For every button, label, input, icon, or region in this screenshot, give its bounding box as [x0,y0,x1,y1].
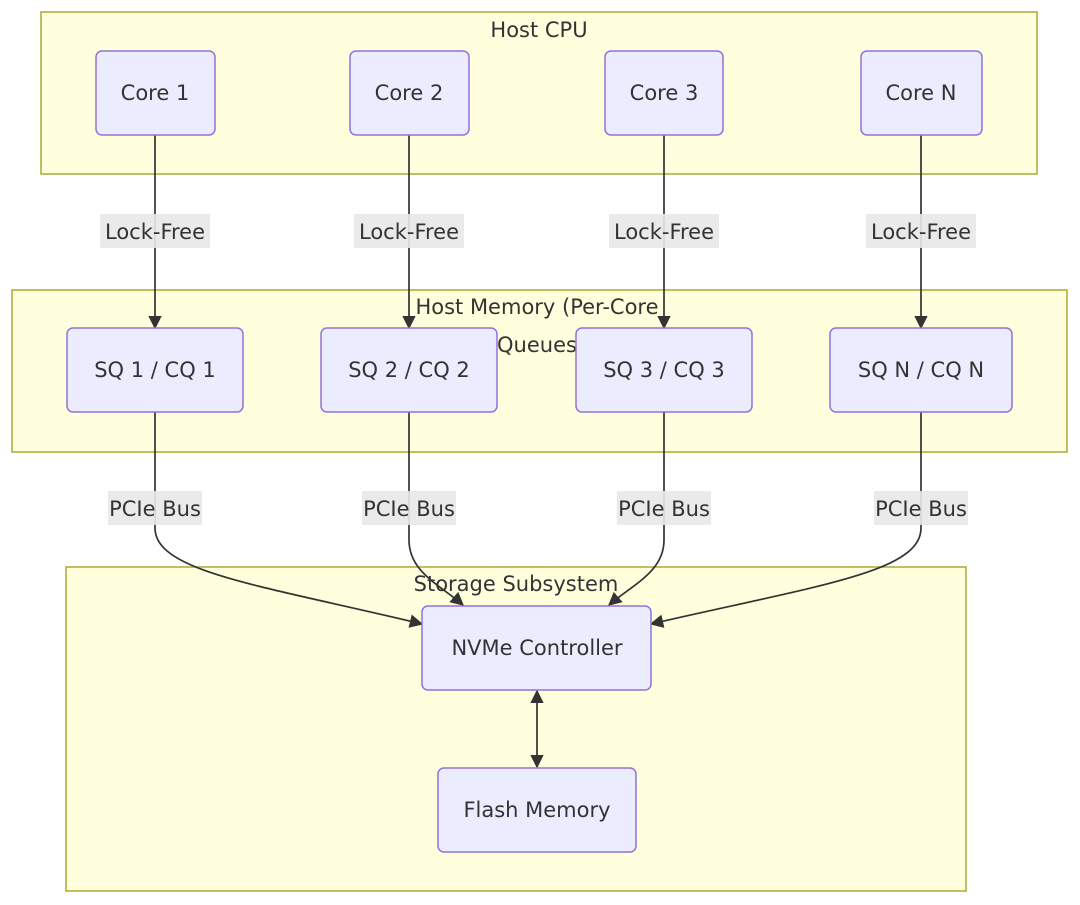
node-flash-memory-box [437,767,637,853]
pcie-label-bg-1 [108,491,202,525]
node-core-3: Core 3 [604,50,724,136]
node-sq1-cq1-label: SQ 1 / CQ 1 [94,358,216,382]
node-sq3-cq3-label: SQ 3 / CQ 3 [603,358,725,382]
edge-labels-pcie-bus: PCIe Bus PCIe Bus PCIe Bus PCIe Bus [108,491,968,525]
lock-free-label-bg-1 [100,214,210,248]
lock-free-label-bg-3 [609,214,719,248]
lock-free-label-3: Lock-Free [614,220,714,244]
node-core-1-label: Core 1 [121,81,190,105]
edge-sq3-nvme [607,412,665,606]
lock-free-label-2: Lock-Free [359,220,459,244]
node-sq3-cq3: SQ 3 / CQ 3 [575,327,753,413]
pcie-label-bg-3 [617,491,711,525]
node-core-3-box [604,50,724,136]
node-core-1-box [95,50,216,136]
node-sqn-cqn-box [829,327,1013,413]
lock-free-label-1: Lock-Free [105,220,205,244]
pcie-label-bg-4 [874,491,968,525]
node-nvme-controller-box [421,605,652,691]
cluster-host-memory-title-line1: Host Memory (Per-Core [415,295,658,319]
edge-sqN-nvme [649,412,922,628]
node-core-3-label: Core 3 [630,81,699,105]
pcie-label-4: PCIe Bus [875,497,967,521]
node-sqn-cqn-label: SQ N / CQ N [858,358,984,382]
node-nvme-controller-label: NVMe Controller [451,636,622,660]
pcie-label-bg-2 [362,491,456,525]
node-core-n-box [860,50,983,136]
cluster-host-memory-title-line2: Queues [497,333,577,357]
node-sq1-cq1-box [66,327,244,413]
node-sq2-cq2: SQ 2 / CQ 2 [320,327,498,413]
pcie-label-1: PCIe Bus [109,497,201,521]
edge-sq2-nvme [408,412,465,606]
cluster-storage-title: Storage Subsystem [414,572,619,596]
node-sq3-cq3-box [575,327,753,413]
node-sq2-cq2-label: SQ 2 / CQ 2 [348,358,470,382]
node-core-2: Core 2 [349,50,470,136]
pcie-label-3: PCIe Bus [618,497,710,521]
edge-sq1-nvme [154,412,424,628]
node-flash-memory-label: Flash Memory [463,798,610,822]
node-sqn-cqn: SQ N / CQ N [829,327,1013,413]
node-core-1: Core 1 [95,50,216,136]
edge-labels-lock-free: Lock-Free Lock-Free Lock-Free Lock-Free [100,214,976,248]
pcie-label-2: PCIe Bus [363,497,455,521]
node-core-2-box [349,50,470,136]
node-core-n-label: Core N [886,81,957,105]
cluster-host-cpu-title: Host CPU [490,18,587,42]
node-core-n: Core N [860,50,983,136]
lock-free-label-4: Lock-Free [871,220,971,244]
node-flash-memory: Flash Memory [437,767,637,853]
edges-queue-to-controller [154,412,922,628]
node-core-2-label: Core 2 [375,81,444,105]
node-sq1-cq1: SQ 1 / CQ 1 [66,327,244,413]
node-nvme-controller: NVMe Controller [421,605,652,691]
lock-free-label-bg-2 [354,214,464,248]
lock-free-label-bg-4 [866,214,976,248]
node-sq2-cq2-box [320,327,498,413]
